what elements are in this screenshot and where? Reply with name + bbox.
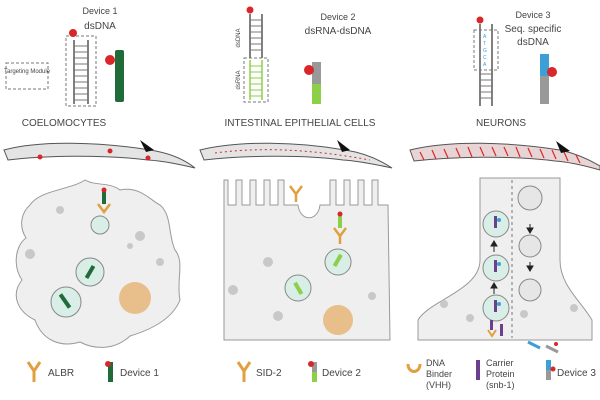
- worm-1-spot: [107, 148, 113, 154]
- legend-device-3: Device 3: [557, 368, 596, 379]
- device-1-dashed-box: [65, 35, 97, 107]
- legend-carrier-2: Protein: [486, 369, 515, 379]
- legend-sid-2: SID-2: [256, 368, 282, 379]
- device-1-capsule-bead: [105, 55, 115, 65]
- targeting-module-label: Targeting Module: [4, 69, 51, 75]
- device-2-dashed-box: [243, 57, 269, 103]
- legend-carrier-3: (snb-1): [486, 380, 515, 390]
- legend-carrier-1: Carrier: [486, 358, 514, 368]
- arrowhead-2: [337, 140, 350, 152]
- device-3-capsule-bottom: [540, 76, 549, 104]
- cell-label-coelomocytes: COELOMOCYTES: [22, 118, 107, 129]
- device-1-title: Device 1: [82, 6, 117, 16]
- panel-device-1: Device 1 dsDNA Targeting Module COELOMOC…: [3, 6, 196, 382]
- device-2-icon: [312, 362, 317, 372]
- device-2-capsule-top: [312, 62, 321, 84]
- worm-1: [3, 142, 196, 169]
- device-2-cargo: dsRNA-dsDNA: [305, 26, 372, 37]
- device-3-icon: [546, 360, 551, 370]
- targeting-module-box: [5, 62, 49, 90]
- svg-text:C: C: [483, 55, 487, 61]
- legend-device-1: Device 1: [120, 368, 159, 379]
- legend-dna-binder-1: DNA: [426, 358, 445, 368]
- device-1-capsule: [115, 50, 124, 102]
- device-1-icon: [108, 362, 113, 382]
- nucleus-1: [119, 282, 151, 314]
- legend-device-2: Device 2: [322, 368, 361, 379]
- device-2-capsule-bottom: [312, 84, 321, 104]
- arrowhead-1: [140, 140, 154, 152]
- device-1-red-bead: [69, 29, 77, 37]
- vesicle-1a: [90, 215, 110, 235]
- device-1-cargo: dsDNA: [84, 21, 116, 32]
- nucleus-2: [323, 305, 353, 335]
- intestinal-cell: [223, 179, 391, 341]
- device-2-title: Device 2: [320, 12, 355, 22]
- device-3-cargo-line2: dsDNA: [517, 37, 549, 48]
- device-3-dashed-box: [473, 29, 499, 71]
- dna-binder-icon: [406, 363, 422, 373]
- cell-label-neurons: NEURONS: [476, 118, 526, 129]
- sequence-letters: A T G C A: [483, 34, 487, 68]
- worm-1-spot: [37, 154, 43, 160]
- svg-text:A: A: [483, 34, 487, 40]
- legend-dna-binder-3: (VHH): [426, 380, 451, 390]
- cell-label-intestinal: INTESTINAL EPITHELIAL CELLS: [225, 118, 376, 129]
- albr-icon: [26, 361, 42, 382]
- worm-1-spot: [145, 155, 151, 161]
- panel-device-3: Device 3 Seq. specific dsDNA A T G C A N…: [406, 10, 600, 390]
- legend-dna-binder-2: Binder: [426, 369, 452, 379]
- sid-2-icon: [236, 361, 252, 382]
- arrowhead-3: [556, 141, 570, 153]
- strand-rna-label: dsRNA: [236, 70, 242, 89]
- svg-text:G: G: [483, 48, 487, 54]
- svg-text:A: A: [483, 62, 487, 68]
- legend-albr: ALBR: [48, 368, 74, 379]
- device-3-cargo-line1: Seq. specific: [505, 24, 562, 35]
- worm-3: [409, 142, 600, 171]
- carrier-protein-icon: [476, 360, 480, 380]
- device-3-title: Device 3: [515, 10, 550, 20]
- device-3-capsule-top: [540, 54, 549, 76]
- worm-2: [199, 142, 393, 169]
- svg-text:T: T: [483, 41, 486, 47]
- panel-device-2: Device 2 dsRNA-dsDNA dsDNA dsRNA INTESTI…: [199, 6, 393, 382]
- device-1-rungs: [74, 45, 88, 101]
- strand-dna-label: dsDNA: [236, 28, 242, 47]
